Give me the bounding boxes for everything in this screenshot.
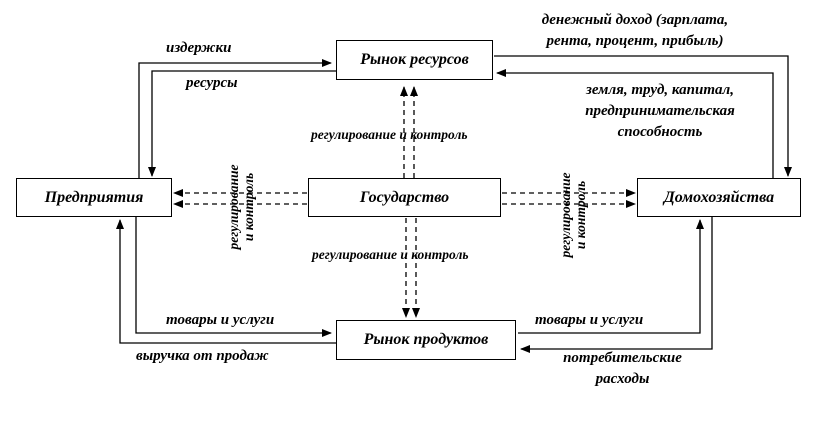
factors-line-3: способность	[617, 124, 703, 140]
regulation-left-line-2: и контроль	[241, 172, 256, 242]
regulation-right-line-2: и контроль	[573, 180, 588, 250]
goods-left-arrow	[135, 217, 332, 337]
money-income-line-2: рента, процент, прибыль)	[546, 33, 724, 49]
regulation-right-line-1: регулирование	[558, 172, 573, 258]
consumer-spending-line-2: расходы	[595, 371, 650, 387]
households-box: Домохозяйства	[637, 178, 801, 217]
consumer-spending-label: потребительские расходы	[535, 348, 710, 390]
money-income-line-1: денежный доход (зарплата,	[541, 12, 729, 28]
money-income-label: денежный доход (зарплата, рента, процент…	[500, 10, 770, 52]
factors-line-1: земля, труд, капитал,	[586, 82, 734, 98]
regulation-top-label: регулирование и контроль	[311, 127, 468, 142]
resources-label: ресурсы	[186, 75, 238, 91]
sales-revenue-label: выручка от продаж	[136, 348, 269, 364]
regulation-left-label: регулирование и контроль	[226, 152, 256, 262]
consumer-spending-arrow	[520, 217, 713, 353]
money-income-arrow	[494, 55, 792, 177]
resources-arrow	[148, 70, 336, 177]
costs-label: издержки	[166, 40, 232, 56]
goods-right-arrow	[518, 219, 704, 334]
sales-revenue-arrow	[116, 219, 336, 344]
state-box: Государство	[308, 178, 501, 217]
regulation-bottom-label: регулирование и контроль	[312, 247, 469, 262]
firms-box: Предприятия	[16, 178, 172, 217]
factors-line-2: предпринимательская	[585, 103, 735, 119]
factors-arrow	[496, 69, 774, 178]
product-market-box: Рынок продуктов	[336, 320, 516, 360]
regulation-left-line-1: регулирование	[226, 164, 241, 250]
goods-left-label: товары и услуги	[166, 312, 275, 328]
regulation-right-label: регулирование и контроль	[558, 160, 588, 270]
goods-right-label: товары и услуги	[535, 312, 644, 328]
resource-market-box: Рынок ресурсов	[336, 40, 493, 80]
factors-label: земля, труд, капитал, предпринимательска…	[555, 80, 765, 143]
consumer-spending-line-1: потребительские	[563, 350, 682, 366]
costs-arrow	[138, 59, 332, 178]
